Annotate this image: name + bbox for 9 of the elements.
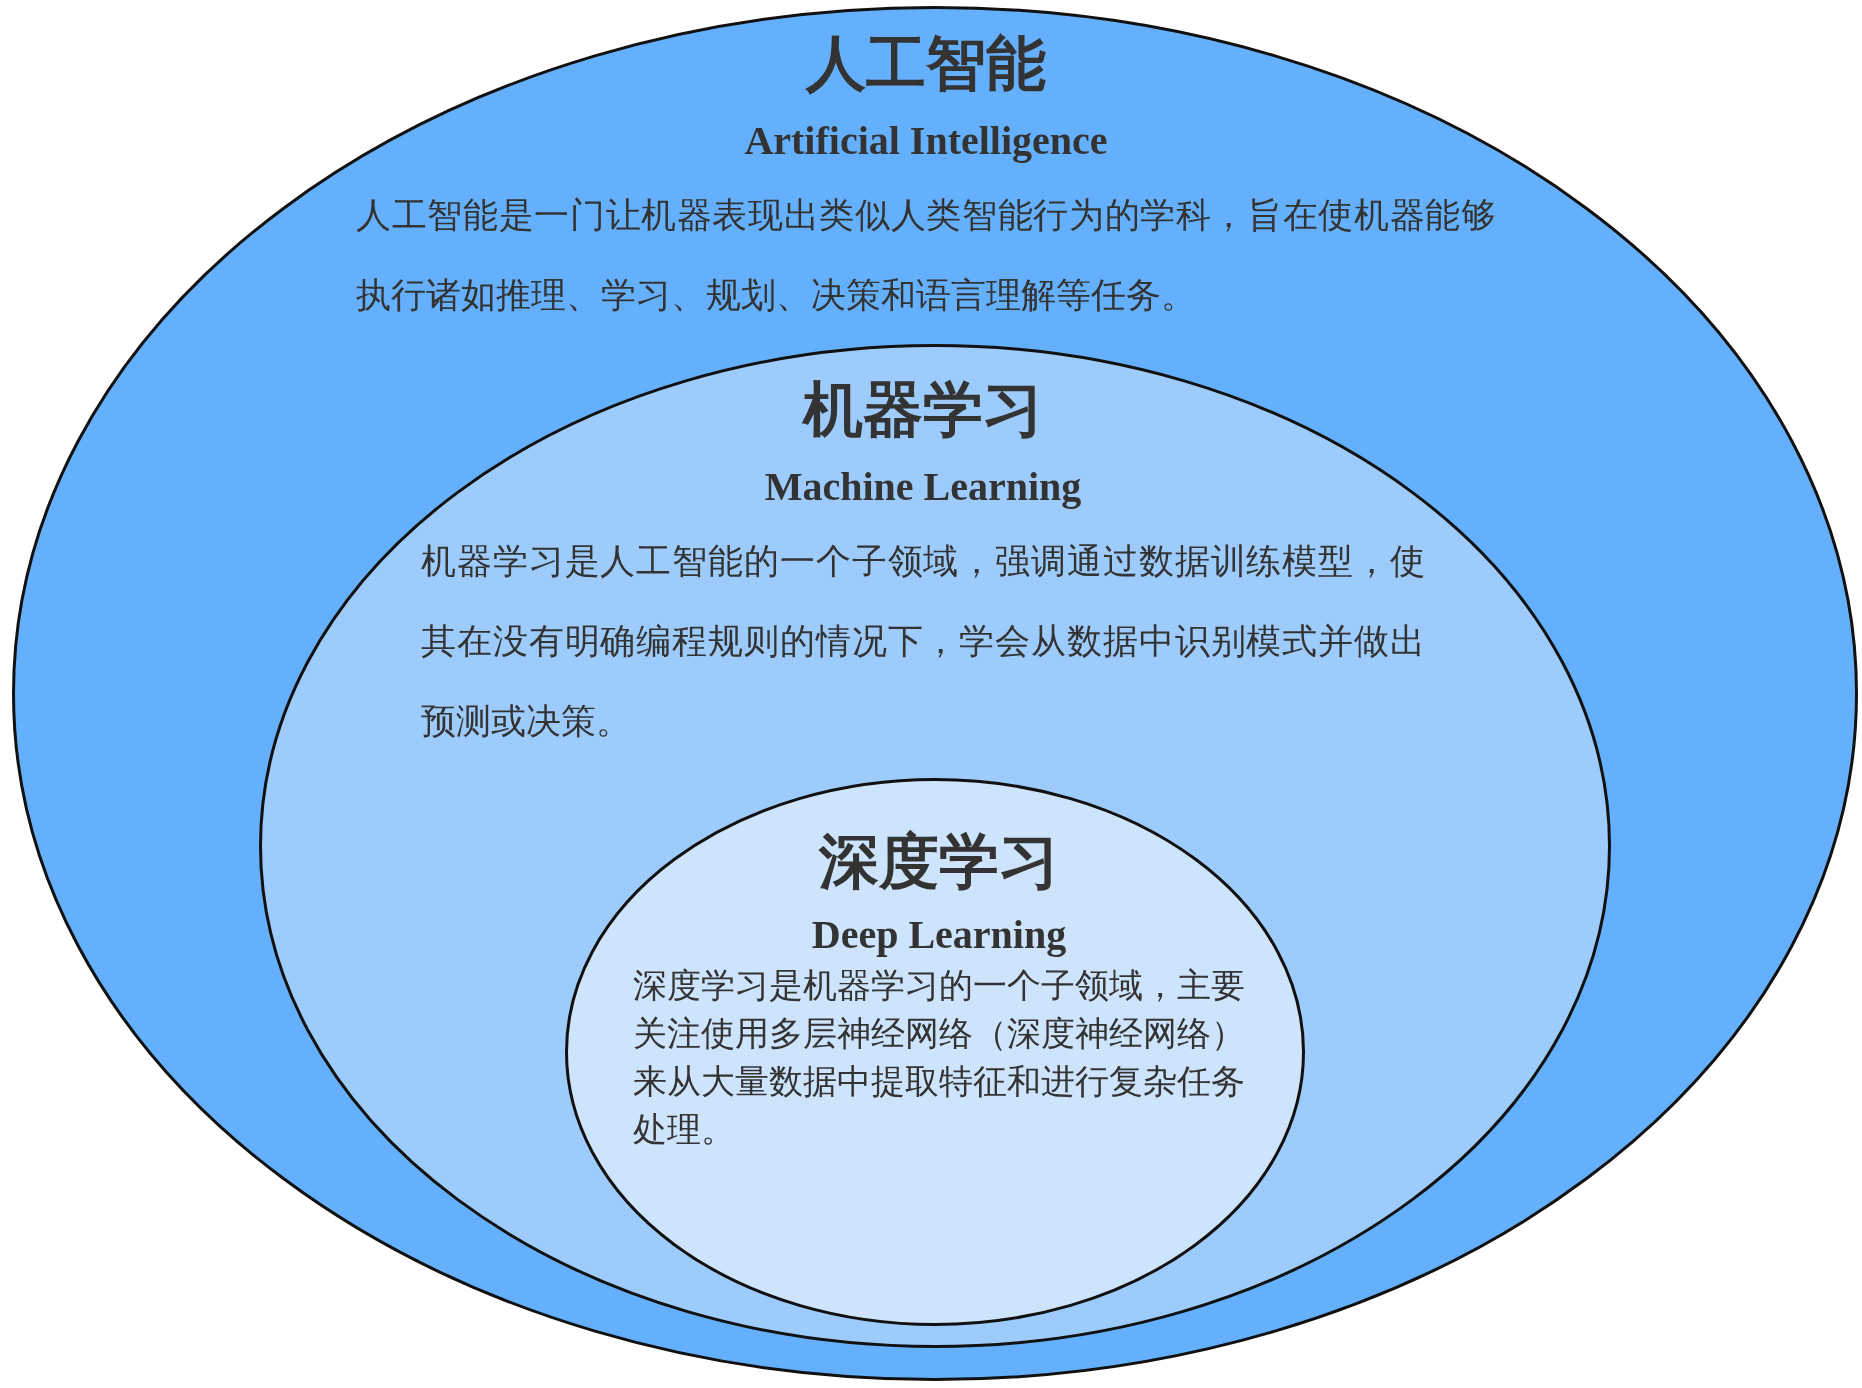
- subheading: Machine Learning: [764, 464, 1082, 509]
- description: 深度学习是机器学习的一个子领域，主要关注使用多层神经网络（深度神经网络）来从大量数据中提取特征和进行复杂任务处理。: [633, 965, 1245, 1149]
- heading: 机器学习: [803, 374, 1043, 444]
- heading: 人工智能: [806, 28, 1046, 98]
- subheading: Artificial Intelligence: [744, 118, 1108, 163]
- subheading: Deep Learning: [811, 912, 1067, 957]
- heading: 深度学习: [819, 826, 1059, 896]
- description: 人工智能是一门让机器表现出类似人类智能行为的学科，旨在使机器能够执行诸如推理、学习、规划、决策和语言理解等任务。: [356, 195, 1496, 315]
- description: 机器学习是人工智能的一个子领域，强调通过数据训练模型，使其在没有明确编程规则的情况下，学会从数据中识别模式并做出预测或决策。: [421, 541, 1425, 741]
